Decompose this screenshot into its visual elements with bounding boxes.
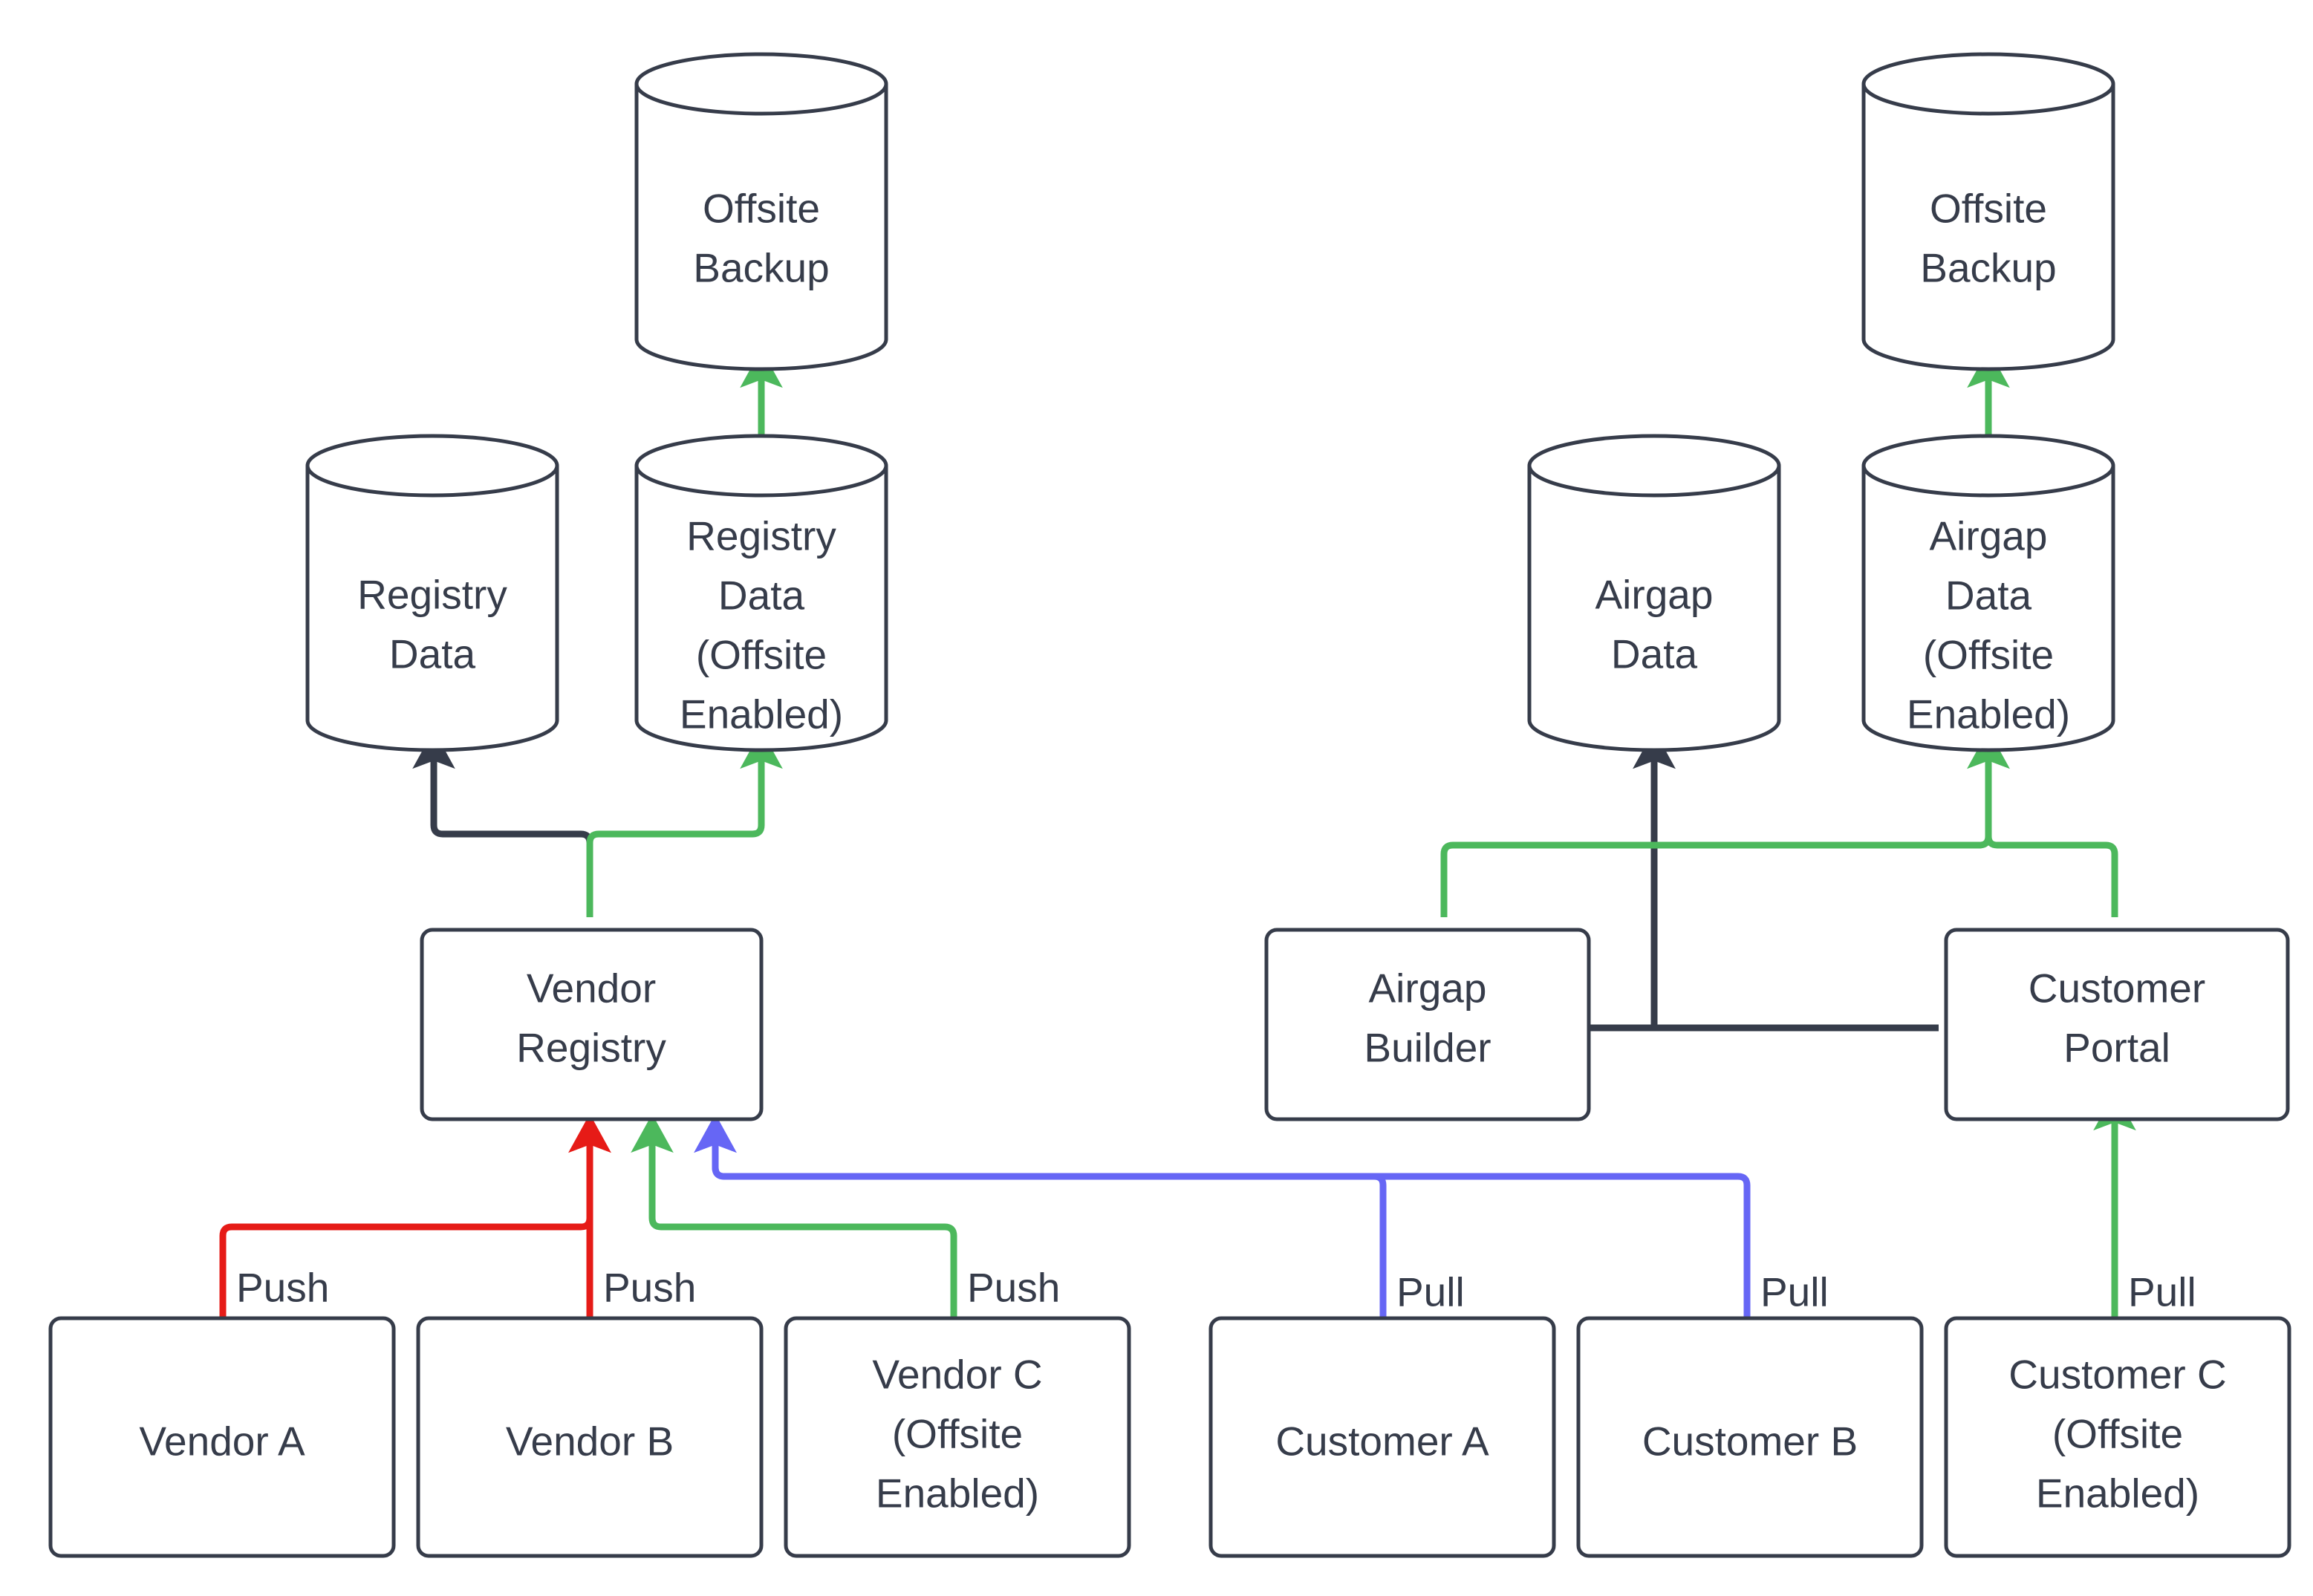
node-label-line: (Offsite	[1923, 632, 2054, 678]
node-label-line: Registry	[516, 1025, 666, 1071]
node-label-line: Backup	[693, 245, 829, 291]
node-label-line: Airgap	[1369, 965, 1487, 1012]
node-label-line: Vendor C	[872, 1352, 1042, 1398]
node-label-line: Registry	[686, 513, 836, 559]
node-label-line: Data	[718, 573, 805, 619]
node-label-line: (Offsite	[2052, 1411, 2183, 1457]
node-label-line: Customer C	[2008, 1352, 2226, 1398]
node-customer-b[interactable]: Customer B	[1576, 1316, 1924, 1558]
node-label-line: Data	[1945, 573, 2032, 619]
node-label-line: Builder	[1364, 1025, 1491, 1071]
edge-builder-to-offsite[interactable]	[1440, 729, 2010, 917]
node-customer-a[interactable]: Customer A	[1208, 1316, 1556, 1558]
node-airgap-data-offsite[interactable]: Airgap Data (Offsite Enabled)	[1861, 434, 2115, 752]
node-airgap-data[interactable]: Airgap Data	[1527, 434, 1781, 752]
edge-registry-to-offsite[interactable]	[586, 729, 783, 917]
edge-label-customer-b: Pull	[1760, 1269, 1829, 1315]
node-vendor-registry[interactable]: Vendor Registry	[420, 928, 764, 1121]
edge-layer	[219, 348, 2136, 1318]
node-label-line: Customer	[2029, 965, 2205, 1012]
edge-registry-to-data[interactable]	[412, 729, 593, 917]
edge-portal-to-offsite[interactable]	[1967, 729, 2118, 917]
node-label-line: Airgap	[1930, 513, 2048, 559]
edge-label-layer: Push Push Push Pull Pull Pull	[236, 1265, 2196, 1315]
node-vendor-a[interactable]: Vendor A	[48, 1316, 396, 1558]
node-label-line: Offsite	[703, 186, 820, 232]
node-registry-data-offsite[interactable]: Registry Data (Offsite Enabled)	[634, 434, 888, 752]
node-label-line: Customer A	[1275, 1419, 1489, 1465]
node-customer-portal[interactable]: Customer Portal	[1944, 928, 2290, 1121]
node-vendor-b[interactable]: Vendor B	[416, 1316, 764, 1558]
node-airgap-builder[interactable]: Airgap Builder	[1264, 928, 1591, 1121]
edge-label-vendor-b: Push	[603, 1265, 696, 1311]
node-label-line: Backup	[1920, 245, 2056, 291]
edge-portal-to-airgap[interactable]	[1633, 729, 1939, 1032]
node-customer-c[interactable]: Customer C (Offsite Enabled)	[1944, 1316, 2291, 1558]
node-label-line: Customer B	[1642, 1419, 1858, 1465]
node-label-line: Registry	[357, 572, 507, 618]
edge-label-vendor-a: Push	[236, 1265, 329, 1311]
node-label-line: Offsite	[1930, 186, 2047, 232]
node-label-line: (Offsite	[696, 632, 827, 678]
node-label-line: Enabled)	[876, 1470, 1039, 1517]
node-label-line: Data	[1611, 631, 1698, 677]
node-vendor-c[interactable]: Vendor C (Offsite Enabled)	[784, 1316, 1131, 1558]
node-label-line: Portal	[2063, 1025, 2170, 1071]
node-label-line: Vendor B	[506, 1419, 674, 1465]
node-label-line: Vendor	[527, 965, 656, 1012]
node-offsite-backup-right[interactable]: Offsite Backup	[1861, 52, 2115, 371]
node-label-line: Data	[389, 631, 476, 677]
node-label-line: Vendor A	[139, 1419, 305, 1465]
node-label-line: Enabled)	[1907, 691, 2070, 737]
node-registry-data[interactable]: Registry Data	[305, 434, 559, 752]
node-offsite-backup-left[interactable]: Offsite Backup	[634, 52, 888, 371]
node-label-line: Enabled)	[680, 691, 843, 737]
edge-vendor-c-push[interactable]	[631, 1113, 957, 1318]
edge-label-customer-c: Pull	[2128, 1269, 2196, 1315]
node-label-line: (Offsite	[892, 1411, 1023, 1457]
node-label-line: Enabled)	[2036, 1470, 2199, 1517]
edge-label-customer-a: Pull	[1396, 1269, 1465, 1315]
node-label-line: Airgap	[1595, 572, 1714, 618]
edge-label-vendor-c: Push	[967, 1265, 1060, 1311]
edge-customer-b-pull[interactable]	[694, 1113, 1751, 1318]
